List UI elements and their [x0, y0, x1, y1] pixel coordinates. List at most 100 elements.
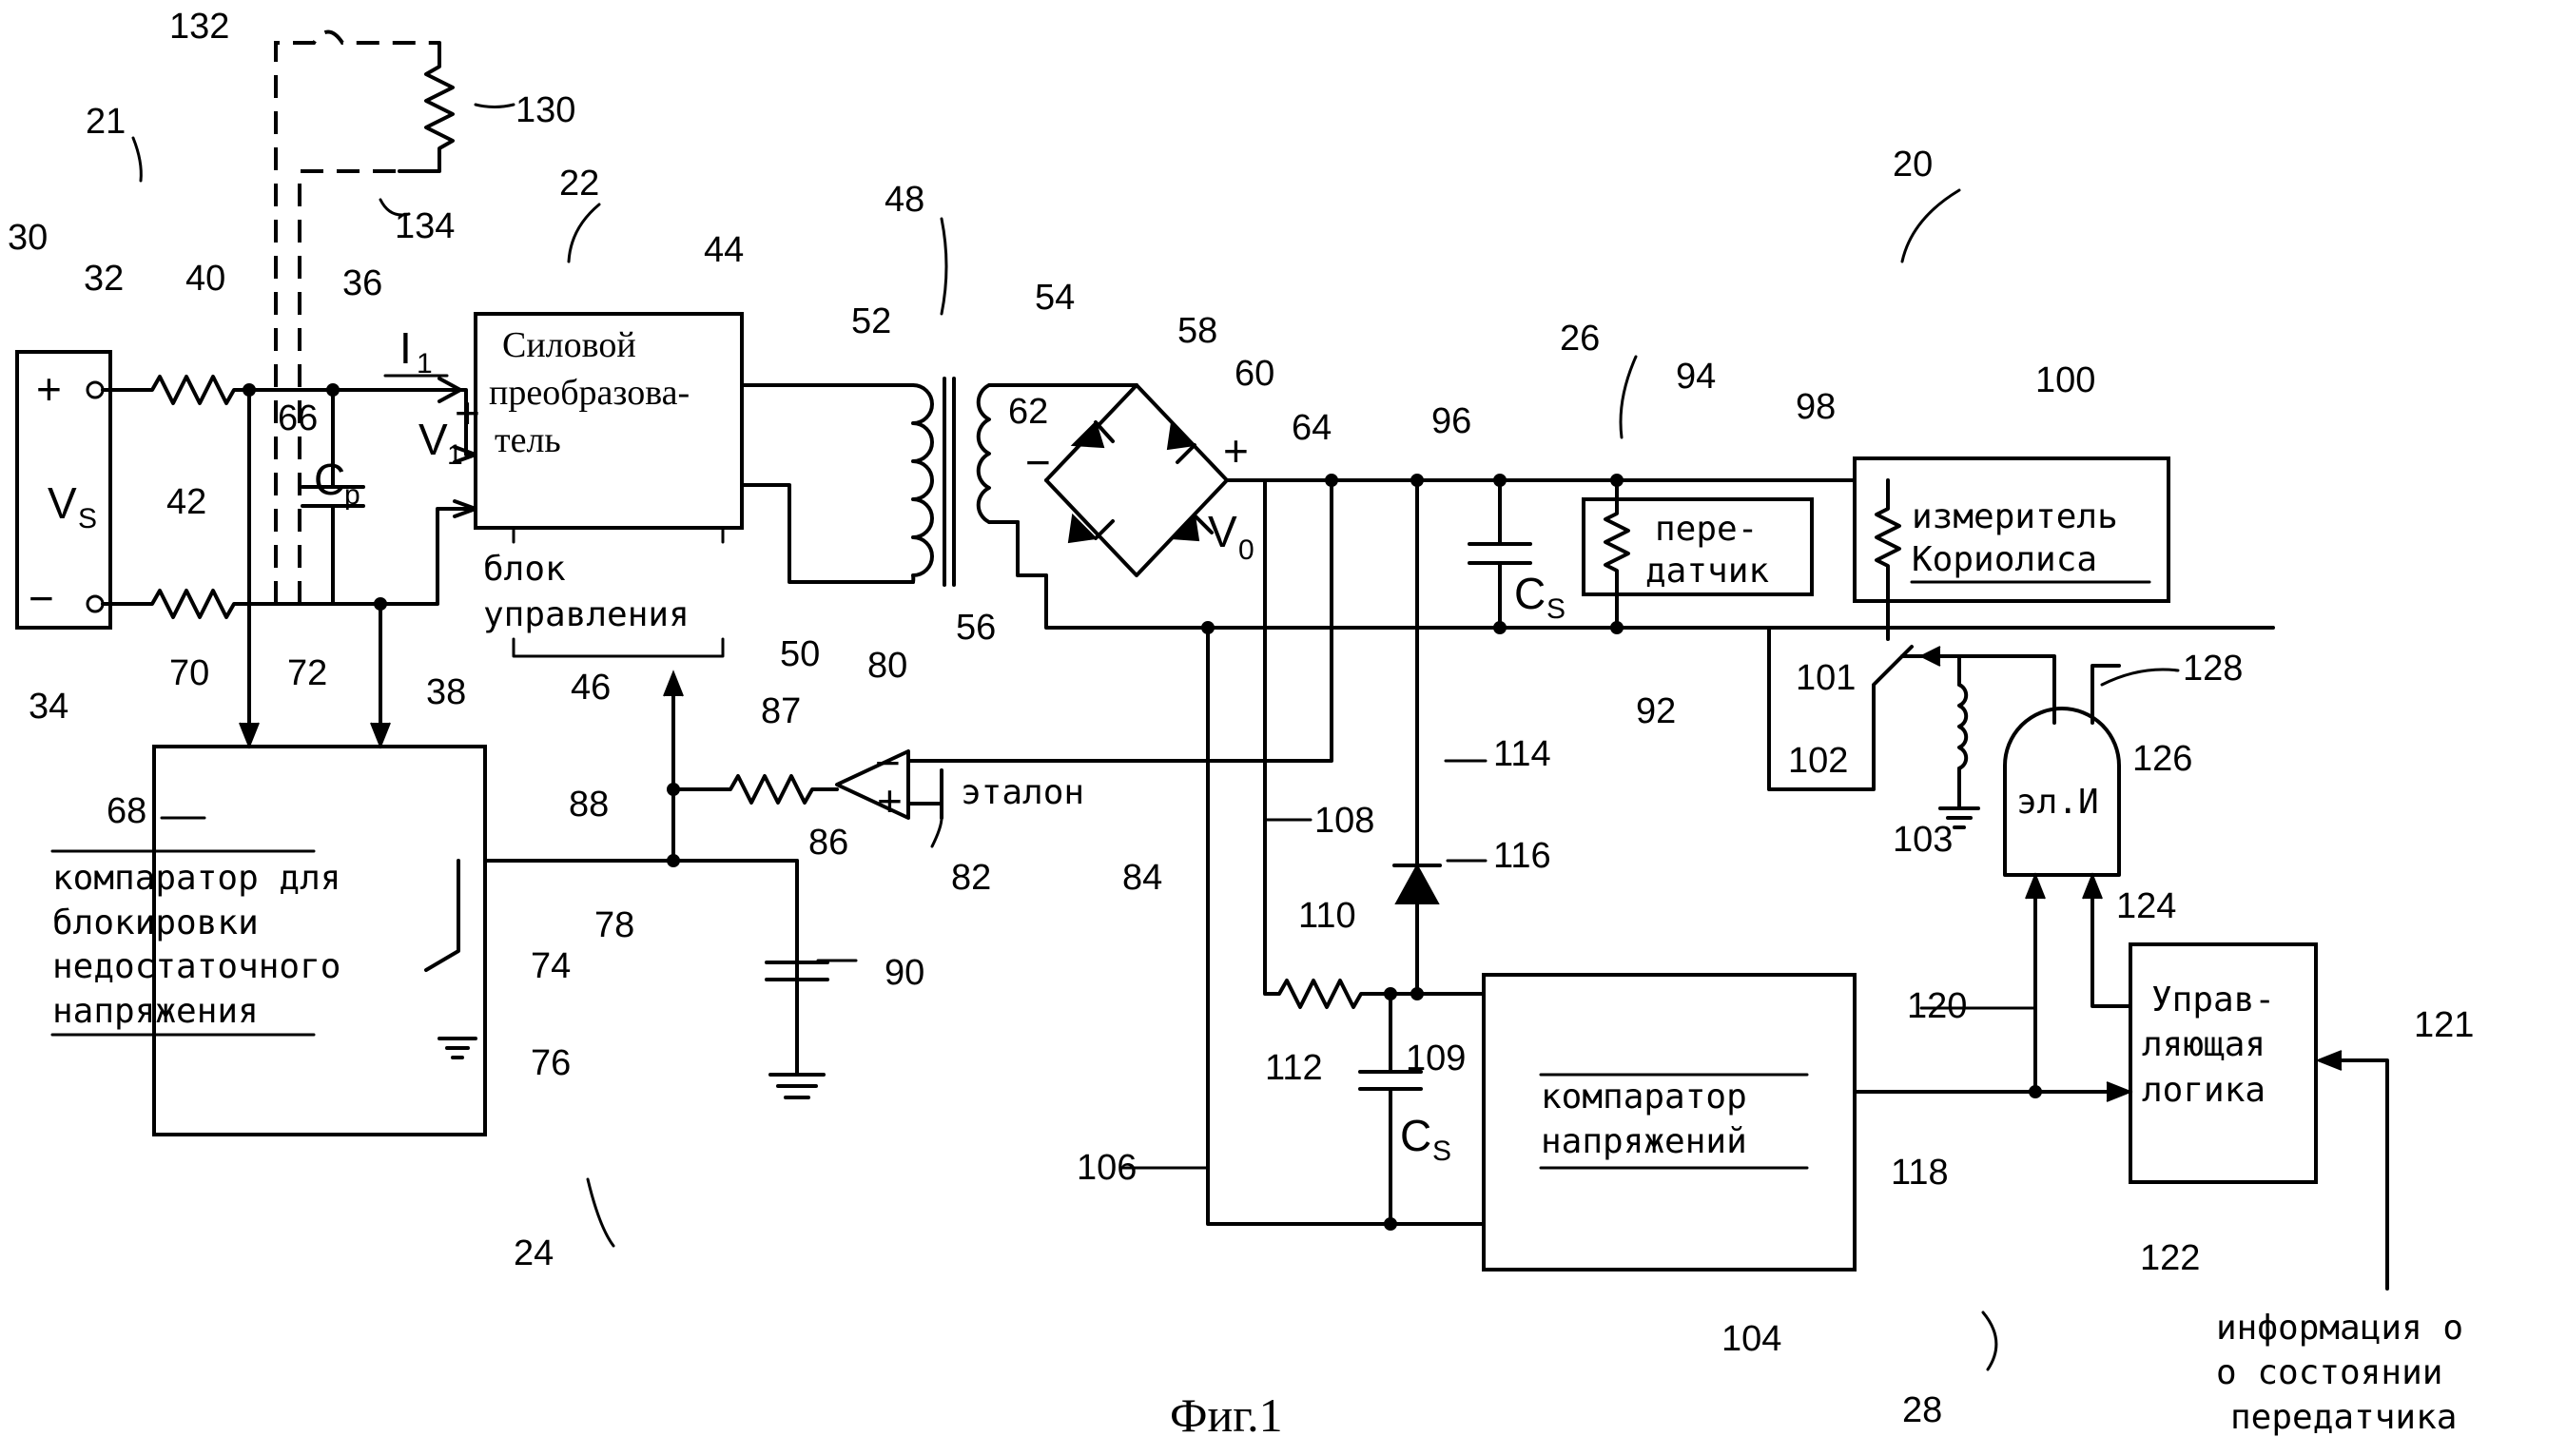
transmitter-info-label: информация о о состоянии передатчика — [2216, 1309, 2463, 1437]
source-symbol-sub: S — [78, 503, 97, 534]
ref-36: 36 — [342, 263, 382, 303]
ref-116: 116 — [1493, 836, 1551, 876]
rectifier-minus-sign: − — [1025, 437, 1051, 487]
ref-80: 80 — [867, 646, 907, 686]
ref-128: 128 — [2183, 649, 2243, 689]
cap-s-sub-1: S — [1546, 593, 1565, 625]
ref-74: 74 — [531, 946, 571, 986]
figure-caption: Фиг.1 — [1170, 1388, 1283, 1442]
rectifier-plus-sign: + — [1223, 426, 1249, 476]
ref-24: 24 — [514, 1233, 554, 1273]
ref-90: 90 — [885, 953, 924, 993]
ref-104: 104 — [1721, 1319, 1781, 1359]
ref-103: 103 — [1893, 820, 1953, 860]
ref-21: 21 — [86, 102, 126, 142]
and-gate: эл.И — [2005, 666, 2130, 1097]
ref-109: 109 — [1406, 1039, 1466, 1078]
coriolis-meter-line-1: измеритель — [1912, 497, 2118, 536]
ref-86: 86 — [808, 823, 848, 863]
input-voltage-symbol: V — [418, 415, 448, 464]
ref-50: 50 — [780, 634, 820, 674]
ref-60: 60 — [1235, 354, 1274, 394]
ref-126: 126 — [2132, 739, 2192, 779]
ref-44: 44 — [704, 230, 744, 270]
ref-98: 98 — [1796, 387, 1836, 427]
ref-124: 124 — [2116, 886, 2176, 926]
input-voltage-sub: 1 — [447, 439, 463, 471]
ref-66: 66 — [278, 398, 318, 438]
leader-lines — [133, 138, 1996, 1369]
ref-82: 82 — [951, 858, 991, 898]
control-logic-line-1: Управ- — [2151, 980, 2275, 1019]
ref-87: 87 — [761, 691, 801, 731]
ref-70: 70 — [169, 653, 209, 693]
ref-38: 38 — [426, 672, 466, 712]
and-gate-label: эл.И — [2016, 783, 2099, 822]
cap-p-sub: p — [344, 479, 360, 511]
ref-132: 132 — [169, 7, 229, 47]
ref-40: 40 — [185, 259, 225, 299]
ref-88: 88 — [569, 785, 609, 825]
ref-130: 130 — [515, 90, 575, 130]
ref-68: 68 — [107, 791, 146, 831]
coriolis-meter-line-2: Кориолиса — [1912, 540, 2097, 579]
ref-52: 52 — [851, 301, 891, 341]
ref-46: 46 — [571, 668, 611, 708]
ref-96: 96 — [1431, 401, 1471, 441]
ref-72: 72 — [287, 653, 327, 693]
voltage-source: + − V S — [17, 352, 110, 628]
reference-label: эталон — [961, 773, 1084, 812]
cap-p-symbol: C — [314, 455, 345, 504]
ref-76: 76 — [531, 1043, 571, 1083]
ref-34: 34 — [29, 687, 68, 727]
ref-108: 108 — [1314, 801, 1374, 841]
control-logic-block: Управ- ляющая логика — [2130, 944, 2316, 1182]
ref-42: 42 — [166, 482, 206, 522]
ref-120: 120 — [1907, 986, 1967, 1026]
ref-58: 58 — [1177, 311, 1217, 351]
ref-112: 112 — [1265, 1048, 1323, 1088]
power-converter-line-2: преобразова- — [489, 373, 690, 413]
undervoltage-comparator-line-3: недостаточного — [52, 947, 340, 986]
number-leaders — [162, 105, 2178, 1168]
control-unit-line-1: блок — [483, 550, 566, 589]
source-symbol: V — [48, 478, 77, 528]
ref-118: 118 — [1891, 1153, 1949, 1193]
ref-92: 92 — [1636, 691, 1676, 731]
undervoltage-comparator-line-4: напряжения — [52, 992, 259, 1031]
voltage-comparator-line-1: компаратор — [1541, 1077, 1747, 1116]
input-wiring — [103, 32, 476, 747]
ref-30: 30 — [8, 218, 48, 258]
ref-121: 121 — [2414, 1005, 2474, 1045]
ref-48: 48 — [885, 180, 924, 220]
ref-20: 20 — [1893, 145, 1933, 184]
cap-s-symbol-1: C — [1514, 569, 1546, 618]
control-logic-line-2: ляющая — [2142, 1025, 2266, 1064]
ref-84: 84 — [1122, 858, 1162, 898]
transmitter-line-2: датчик — [1645, 552, 1769, 591]
relay-switch — [1769, 623, 2054, 827]
coriolis-meter-block: измеритель Кориолиса — [1855, 458, 2168, 623]
ref-100: 100 — [2035, 360, 2095, 400]
ref-32: 32 — [84, 259, 124, 299]
output-voltage-sub: 0 — [1238, 534, 1254, 566]
ref-64: 64 — [1292, 408, 1332, 448]
input-minus-sign: − — [451, 483, 476, 533]
ref-122: 122 — [2140, 1238, 2200, 1278]
ref-110: 110 — [1298, 896, 1356, 936]
ref-54: 54 — [1035, 278, 1075, 318]
ref-62: 62 — [1008, 392, 1048, 432]
transmitter-info-line-2: о состоянии — [2216, 1353, 2442, 1392]
cap-s-sub-2: S — [1432, 1136, 1451, 1167]
transmitter-block: пере- датчик — [1584, 480, 1812, 633]
power-converter-line-1: Силовой — [502, 325, 636, 365]
transmitter-line-1: пере- — [1655, 510, 1758, 549]
control-unit-line-2: управления — [483, 595, 690, 634]
ref-114: 114 — [1493, 734, 1551, 774]
ref-101: 101 — [1796, 658, 1856, 698]
ref-134: 134 — [395, 206, 455, 246]
ref-22: 22 — [559, 164, 599, 204]
ref-78: 78 — [594, 905, 634, 945]
current-symbol: I — [399, 323, 412, 373]
